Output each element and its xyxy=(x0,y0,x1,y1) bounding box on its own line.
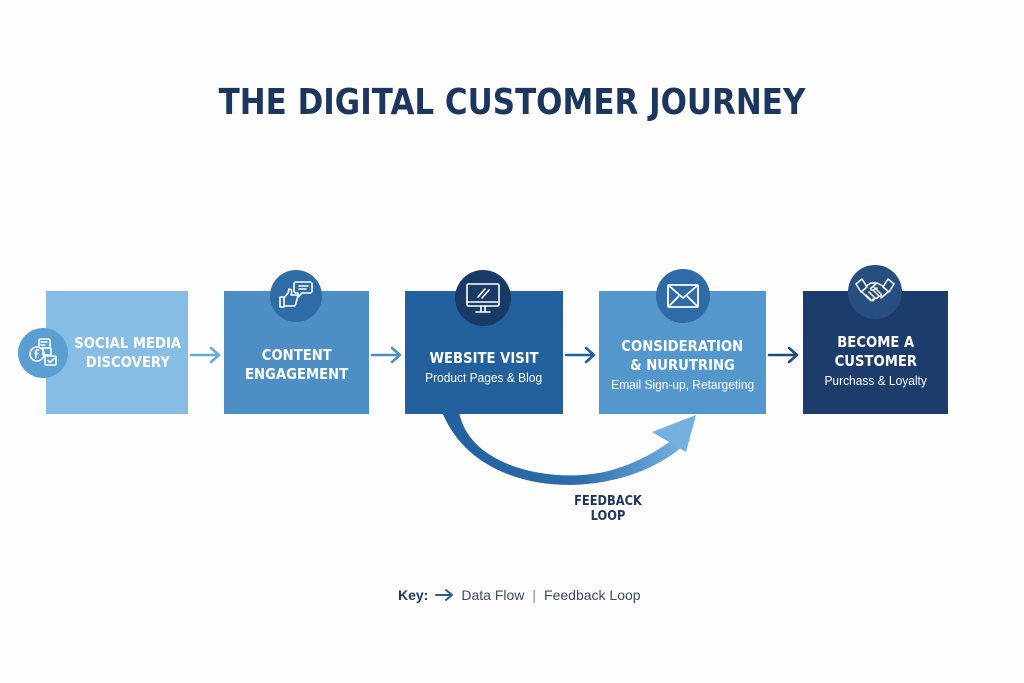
stage-social-media-discovery: SOCIAL MEDIA DISCOVERY xyxy=(46,291,188,414)
stage-subtitle: Email Sign-up, Retargeting xyxy=(611,377,754,392)
stage-heading: SOCIAL MEDIA xyxy=(74,333,182,352)
stage-content-engagement: CONTENT ENGAGEMENT xyxy=(224,291,369,414)
flow-arrow-2 xyxy=(370,346,402,364)
handshake-icon xyxy=(848,265,902,319)
legend-key: Key: Data Flow | Feedback Loop xyxy=(398,586,641,604)
stage-heading: ENGAGEMENT xyxy=(244,364,349,383)
flow-arrow-3 xyxy=(564,346,596,364)
stage-subtitle: Purchass & Loyalty xyxy=(824,373,927,388)
stage-heading: WEBSITE VISIT xyxy=(429,348,539,367)
flow-arrow-4 xyxy=(767,346,799,364)
key-data-flow: Data Flow xyxy=(461,587,525,603)
diagram-title: THE DIGITAL CUSTOMER JOURNEY xyxy=(218,82,806,123)
key-separator: | xyxy=(532,587,537,603)
stage-heading: BECOME A xyxy=(837,333,914,351)
stage-heading: & NURUTRING xyxy=(630,356,735,374)
flow-arrow-1 xyxy=(189,346,221,364)
monitor-icon xyxy=(455,270,511,326)
stage-subtitle: Product Pages & Blog xyxy=(425,369,543,385)
social-media-icon xyxy=(18,328,68,378)
key-label: Key: xyxy=(398,587,429,603)
stage-heading: DISCOVERY xyxy=(85,352,171,371)
thumbs-up-chat-icon xyxy=(270,270,322,322)
stage-heading: CONTENT xyxy=(261,345,332,364)
key-feedback-loop: Feedback Loop xyxy=(544,587,641,603)
envelope-icon xyxy=(656,269,710,323)
stage-become-customer: BECOME A CUSTOMER Purchass & Loyalty xyxy=(803,291,948,414)
feedback-loop-label: FEEDBACK LOOP xyxy=(574,494,642,524)
stage-heading: CUSTOMER xyxy=(834,352,917,370)
arrow-right-icon xyxy=(435,589,454,601)
stage-heading: CONSIDERATION xyxy=(621,337,744,355)
